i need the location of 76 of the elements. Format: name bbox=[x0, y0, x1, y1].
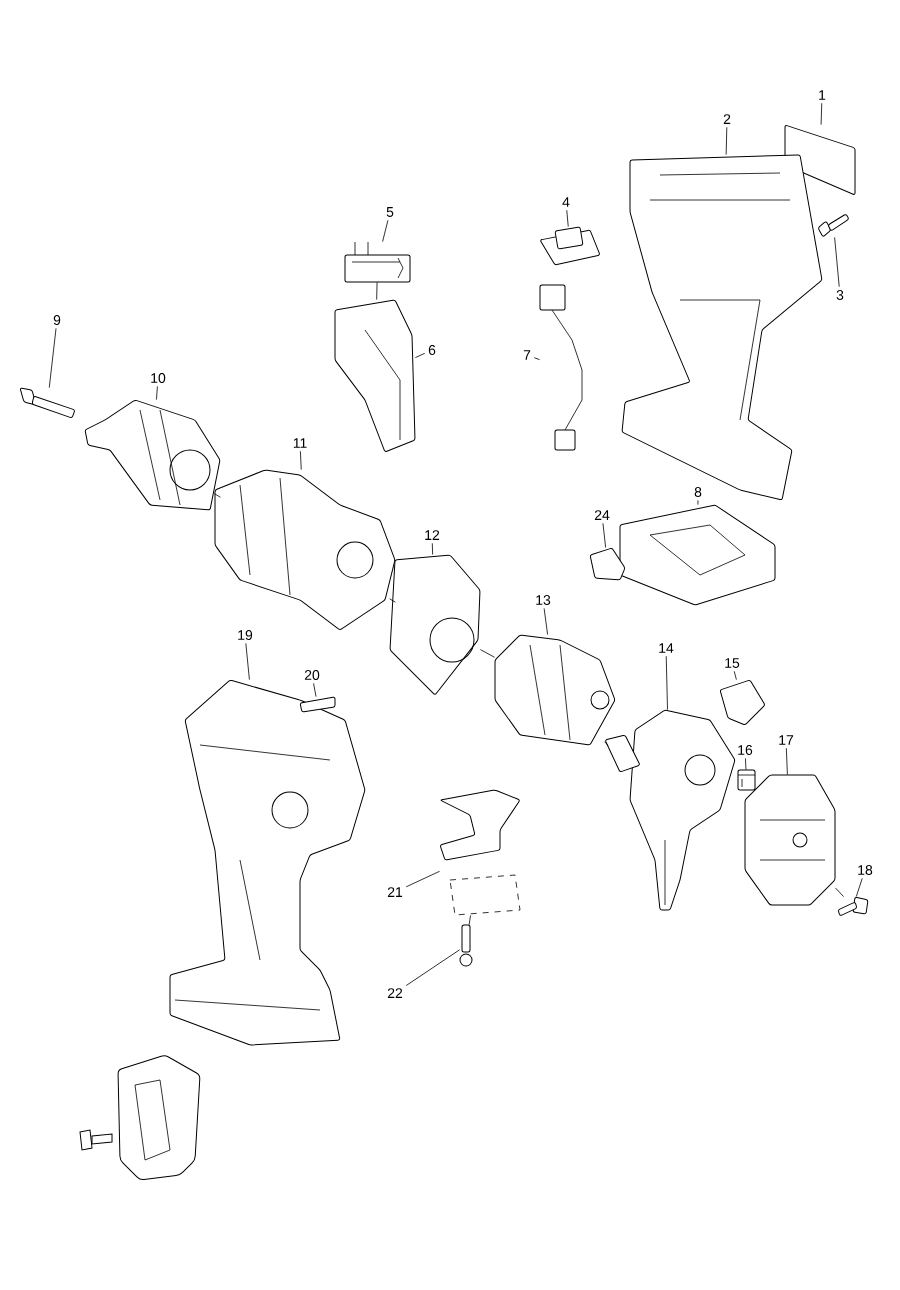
rear-cover-drawing bbox=[744, 774, 836, 906]
leader-line bbox=[733, 670, 737, 680]
callout-number: 17 bbox=[779, 735, 794, 745]
roller-drawing bbox=[344, 241, 411, 283]
leader-line bbox=[382, 219, 389, 242]
clip-drawing bbox=[589, 548, 625, 581]
clip-drawing bbox=[720, 680, 765, 725]
label-plate-drawing bbox=[784, 125, 856, 195]
brush-holder-drawing bbox=[605, 709, 736, 911]
screw-drawing bbox=[20, 387, 75, 418]
leader-line bbox=[855, 877, 863, 897]
assembly-line bbox=[389, 598, 396, 603]
assembly-line bbox=[214, 493, 221, 498]
leader-line bbox=[785, 747, 788, 775]
gear-assembly-drawing bbox=[214, 469, 396, 630]
callout-number: 5 bbox=[386, 207, 394, 217]
leader-line bbox=[300, 450, 302, 470]
leader-line bbox=[543, 607, 548, 635]
callout-number: 9 bbox=[53, 315, 61, 325]
plate-drawing bbox=[440, 789, 521, 916]
assembly-line bbox=[376, 282, 378, 300]
callout-number: 14 bbox=[659, 643, 674, 653]
leader-line bbox=[566, 209, 569, 227]
leader-line bbox=[602, 522, 607, 548]
callout-number: 2 bbox=[723, 114, 731, 124]
callout-number: 20 bbox=[304, 670, 320, 680]
leader-line bbox=[725, 126, 728, 155]
callout-number: 21 bbox=[387, 887, 403, 897]
terminal-drawing bbox=[619, 504, 776, 606]
callout-number: 22 bbox=[387, 988, 403, 998]
callout-number: 19 bbox=[238, 630, 253, 640]
callout-number: 8 bbox=[694, 487, 702, 497]
assembly-line bbox=[835, 887, 845, 897]
chuck-drawing bbox=[84, 399, 221, 511]
callout-number: 3 bbox=[836, 290, 844, 300]
callout-number: 12 bbox=[425, 530, 440, 540]
screw-drawing bbox=[459, 924, 473, 967]
pin-drawing bbox=[737, 769, 756, 791]
magnet-drawing bbox=[389, 554, 481, 695]
assembly-line bbox=[604, 741, 609, 746]
screw-drawing bbox=[838, 896, 869, 916]
leader-line bbox=[313, 682, 317, 697]
assembly-line bbox=[480, 649, 495, 658]
leader-line bbox=[834, 237, 840, 288]
callout-number: 13 bbox=[536, 595, 551, 605]
leader-line bbox=[745, 757, 747, 770]
callout-number: 4 bbox=[562, 197, 570, 207]
leader-line bbox=[405, 949, 460, 986]
housing-drawing bbox=[169, 679, 366, 1046]
housing-drawing bbox=[621, 154, 823, 501]
callout-number: 10 bbox=[151, 373, 166, 383]
leader-line bbox=[405, 870, 440, 888]
leader-line bbox=[48, 327, 57, 388]
callout-number: 1 bbox=[819, 90, 826, 100]
leader-line bbox=[665, 655, 668, 710]
callout-number: 11 bbox=[293, 438, 307, 448]
switch-drawing bbox=[334, 299, 416, 452]
leader-line bbox=[820, 102, 823, 125]
armature-drawing bbox=[494, 634, 616, 746]
assembly-line bbox=[468, 915, 471, 925]
callout-number: 7 bbox=[523, 350, 531, 360]
wire-connector-drawing bbox=[539, 284, 583, 451]
leader-line bbox=[431, 542, 434, 555]
leader-line bbox=[245, 642, 250, 680]
callout-number: 6 bbox=[428, 345, 436, 355]
leader-line bbox=[533, 357, 540, 361]
callout-number: 16 bbox=[738, 745, 753, 755]
callout-number: 15 bbox=[725, 658, 740, 668]
callout-number: 18 bbox=[858, 865, 873, 875]
screw-drawing bbox=[818, 214, 849, 237]
leader-line bbox=[697, 499, 699, 505]
spring-drawing bbox=[299, 696, 336, 713]
callout-number: 24 bbox=[594, 510, 610, 520]
leader-line bbox=[156, 385, 158, 400]
switch-cap-drawing bbox=[540, 226, 600, 266]
leader-line bbox=[415, 352, 426, 358]
